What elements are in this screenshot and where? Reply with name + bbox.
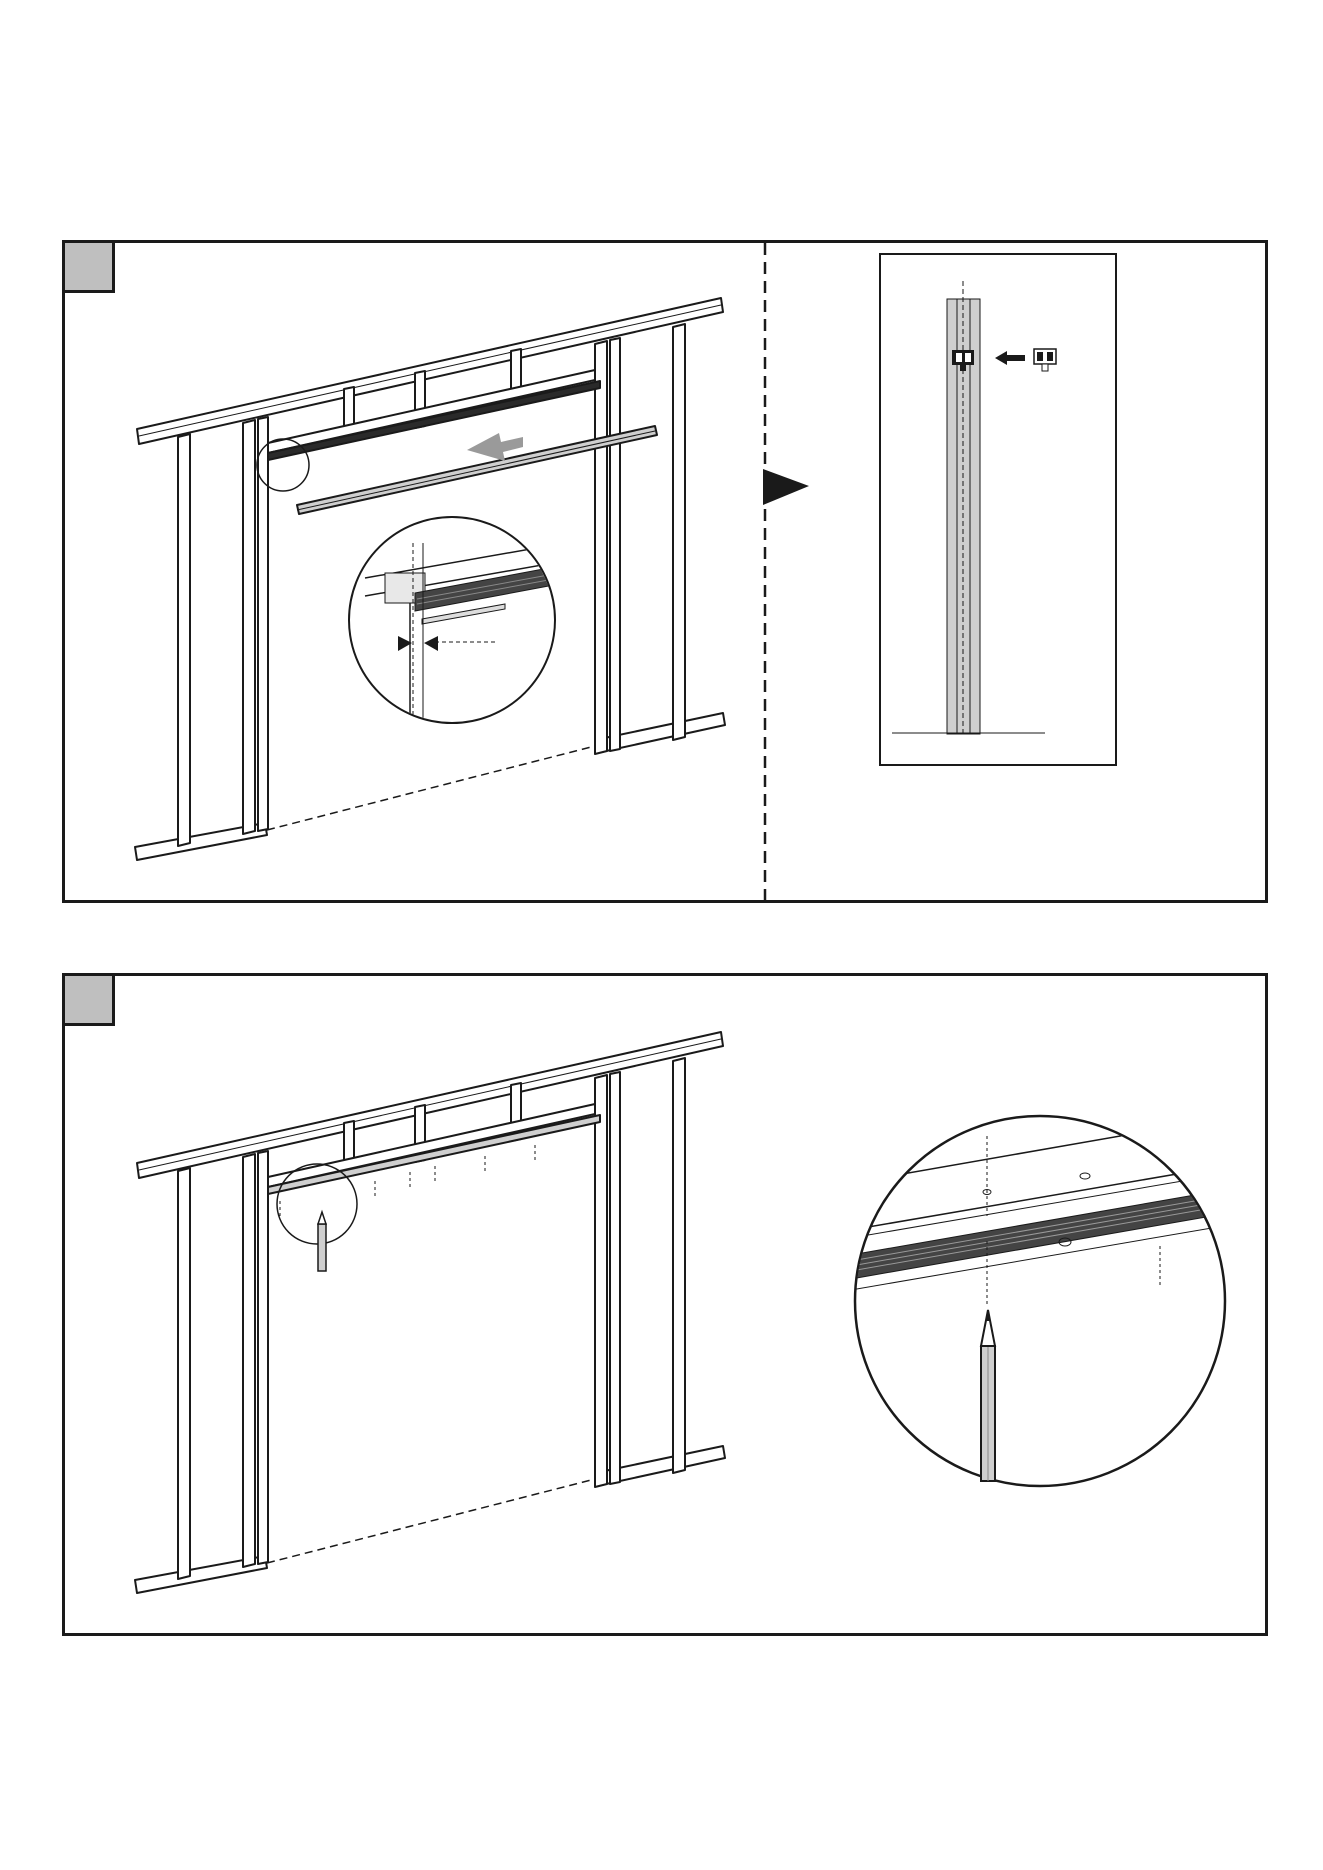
inset-box	[880, 254, 1116, 765]
stud-right-2	[610, 338, 620, 751]
step-panel-2	[62, 973, 1268, 1636]
stud-left-outer	[178, 434, 190, 846]
pencil-icon-large	[981, 1310, 995, 1481]
stud-left-1	[243, 1154, 255, 1567]
step-2-illustration	[65, 976, 1265, 1633]
magnifier-detail	[349, 517, 565, 733]
step-1-illustration	[65, 243, 1265, 900]
stud-right-2	[610, 1072, 620, 1484]
stud-left-2	[258, 1151, 268, 1564]
stud-left-outer	[178, 1168, 190, 1579]
stud-right-outer	[673, 324, 685, 740]
stud-right-1	[595, 1075, 607, 1487]
pencil-icon-small	[318, 1212, 326, 1271]
stud-right-outer	[673, 1058, 685, 1473]
stud-right-1	[595, 341, 607, 754]
magnifier-detail	[845, 1116, 1235, 1486]
stud-left-2	[258, 417, 268, 831]
step-panel-1	[62, 240, 1268, 903]
header-beam	[268, 1104, 595, 1187]
stud-left-1	[243, 420, 255, 834]
pointer-triangle	[763, 469, 809, 505]
header-beam	[268, 370, 595, 453]
